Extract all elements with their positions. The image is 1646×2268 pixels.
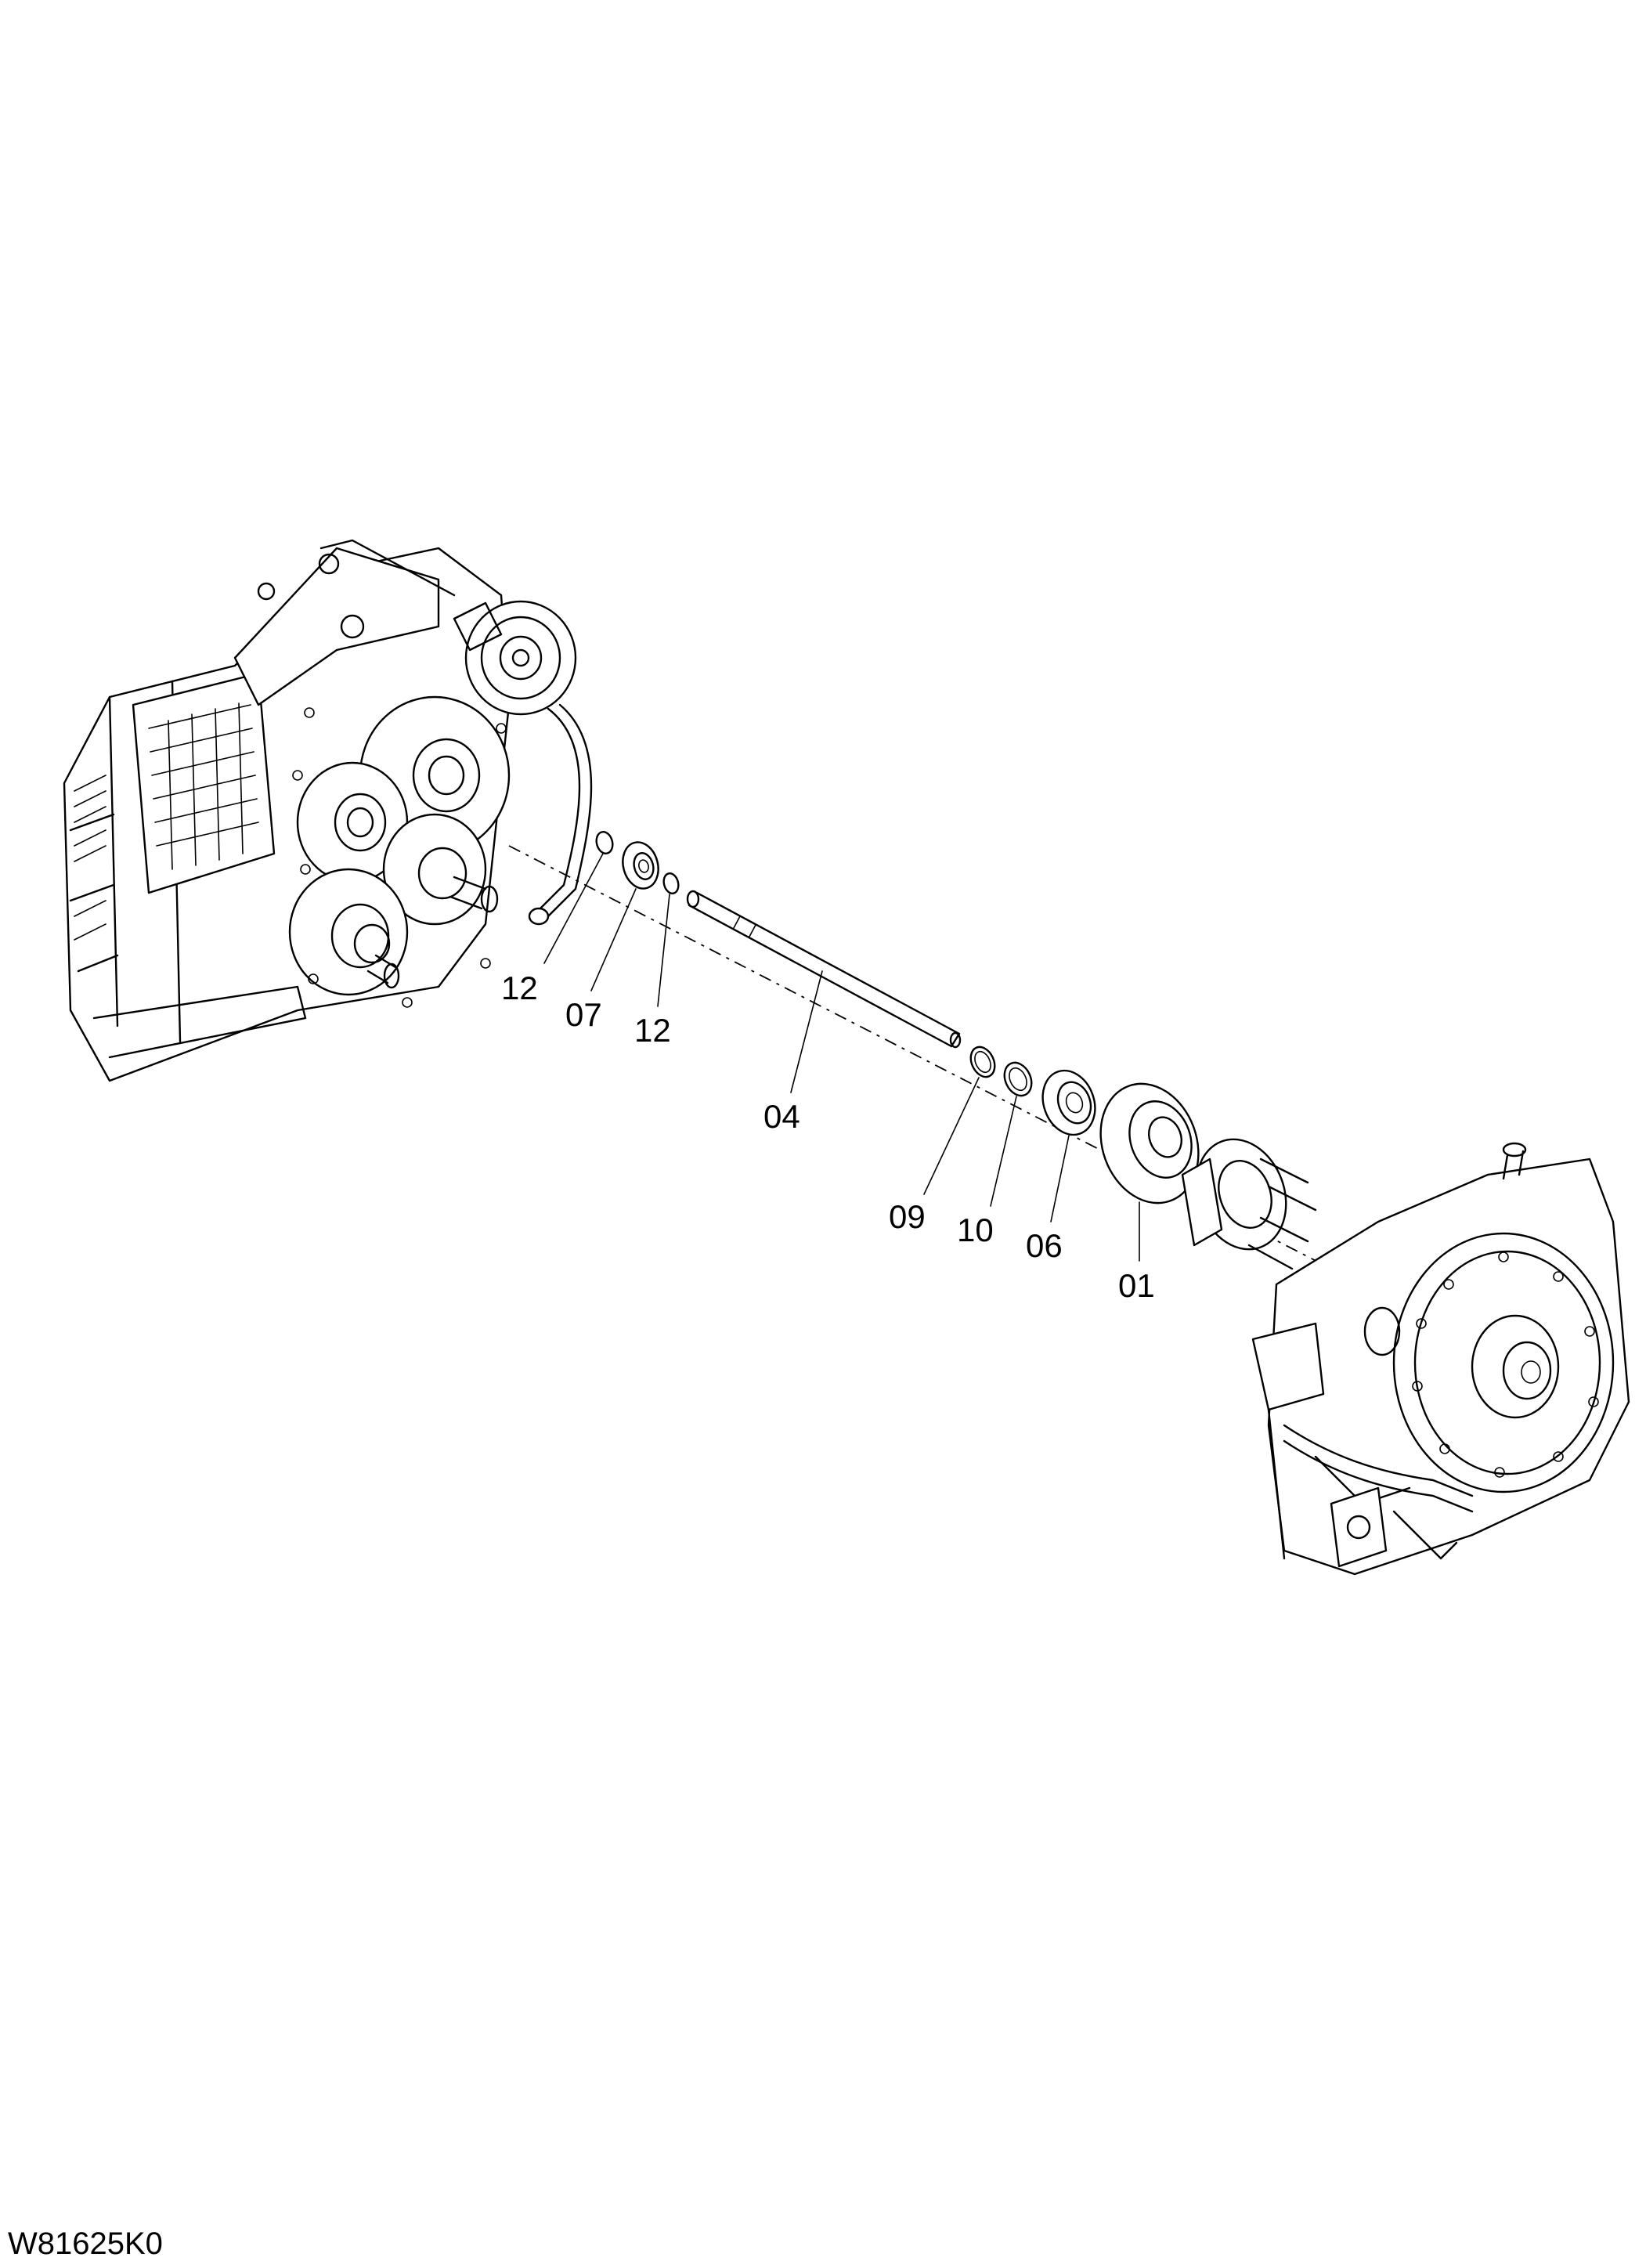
adapter-flange xyxy=(1181,1138,1317,1270)
part-04-shaft xyxy=(686,890,962,1049)
callout-labels: 12 07 12 04 09 10 06 01 xyxy=(501,970,1155,1304)
leader-line-12a xyxy=(543,853,604,964)
part-10-ring xyxy=(1003,1061,1033,1097)
leader-line-04 xyxy=(790,970,823,1093)
callout-09: 09 xyxy=(889,1198,926,1235)
leader-line-07 xyxy=(590,888,637,991)
callout-12-upper: 12 xyxy=(501,970,538,1006)
leader-line-12b xyxy=(657,894,670,1007)
leader-line-09 xyxy=(923,1077,980,1195)
callout-07: 07 xyxy=(565,996,602,1033)
part-12-upper-ring xyxy=(595,831,614,854)
right-converter-housing xyxy=(1251,1142,1630,1576)
callout-06: 06 xyxy=(1026,1227,1063,1264)
leader-line-06 xyxy=(1050,1135,1070,1222)
callout-12-lower: 12 xyxy=(634,1012,671,1049)
figure-id: W81625K0 xyxy=(8,2226,163,2261)
callout-04: 04 xyxy=(763,1098,800,1135)
part-06-bearing xyxy=(1041,1069,1096,1136)
part-12-lower-ring xyxy=(662,872,680,894)
leader-line-10 xyxy=(990,1096,1017,1207)
callout-01: 01 xyxy=(1118,1267,1155,1304)
part-07-bearing xyxy=(622,841,659,890)
callout-10: 10 xyxy=(957,1212,994,1248)
left-transmission-assembly xyxy=(63,539,593,1082)
part-01-bearing-housing xyxy=(1099,1082,1200,1204)
part-09-ring xyxy=(969,1046,996,1078)
leader-lines xyxy=(543,853,1140,1262)
